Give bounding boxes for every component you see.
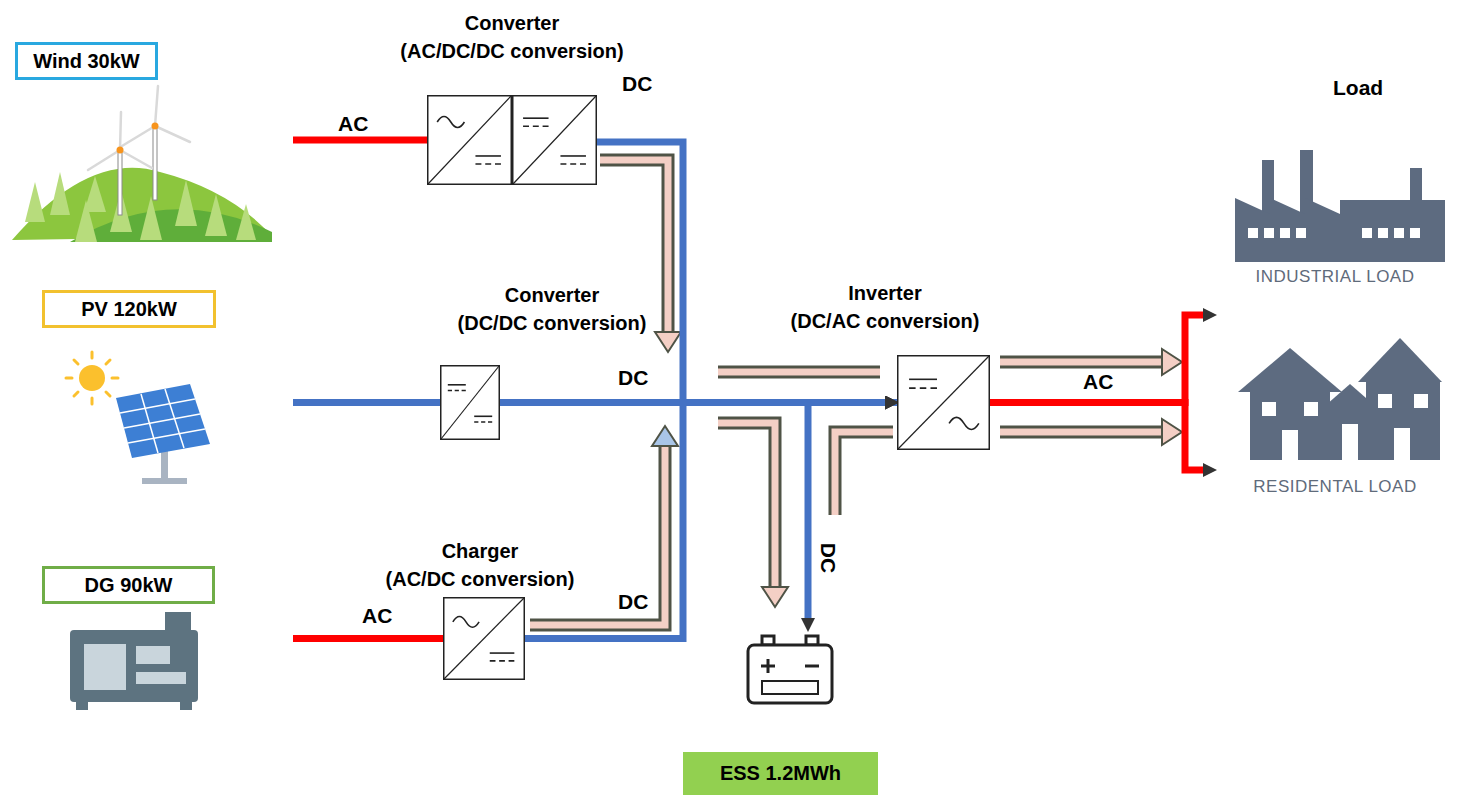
wind-farm-illustration: [12, 86, 272, 242]
converter-block: Converter (AC/DC/DC conversion): [427, 95, 597, 185]
converter-symbol: [427, 95, 597, 185]
charger-block: Charger (AC/DC conversion): [443, 597, 525, 680]
wire-label: AC: [338, 112, 368, 136]
power-wire: [990, 315, 1203, 403]
wire-label: DC: [622, 72, 652, 96]
power-wire: [293, 137, 427, 144]
battery-icon: [748, 636, 832, 703]
wire-label: DC: [618, 590, 648, 614]
source-label: DG 90kW: [42, 566, 215, 604]
industrial-load: INDUSTRIAL LOAD: [1215, 140, 1455, 320]
block-heading: Inverter (DC/AC conversion): [791, 279, 980, 335]
wire-label: AC: [362, 604, 392, 628]
power-wire: [597, 142, 885, 403]
wind-source: Wind 30kW: [8, 40, 293, 250]
pv-source: PV 120kW: [40, 288, 293, 493]
source-label: Wind 30kW: [15, 42, 158, 80]
converter-block: Converter (DC/DC conversion): [440, 365, 500, 440]
ess-label: ESS 1.2MWh: [683, 752, 878, 795]
residential-load: RESIDENTAL LOAD: [1215, 322, 1455, 502]
power-wire: [525, 403, 885, 639]
block-heading: Converter (DC/DC conversion): [458, 281, 647, 337]
converter-symbol: [440, 365, 500, 440]
houses-icon: [1238, 338, 1442, 460]
wire-label: Load: [1333, 76, 1383, 100]
source-label: PV 120kW: [42, 290, 216, 328]
block-heading: Converter (AC/DC/DC conversion): [400, 9, 623, 65]
inverter-block: Inverter (DC/AC conversion): [897, 355, 990, 450]
power-wire: [293, 399, 440, 406]
pv-illustration: [66, 352, 210, 484]
generator-illustration: [70, 612, 198, 710]
power-wire: [808, 403, 885, 619]
power-wire: [293, 635, 443, 642]
converter-symbol: [897, 355, 990, 450]
factory-icon: [1235, 150, 1445, 262]
load-caption: RESIDENTAL LOAD: [1215, 477, 1455, 497]
dg-source: DG 90kW: [40, 564, 293, 714]
wire-label: DC: [618, 366, 648, 390]
power-wire: [990, 403, 1203, 471]
load-caption: INDUSTRIAL LOAD: [1215, 267, 1455, 287]
wire-label: AC: [1083, 370, 1113, 394]
block-heading: Charger (AC/DC conversion): [386, 537, 575, 593]
converter-symbol: [443, 597, 525, 680]
wire-label: DC: [816, 543, 840, 573]
flow-arrows: [530, 160, 1182, 625]
ess-storage: ESS 1.2MWh: [683, 630, 878, 795]
